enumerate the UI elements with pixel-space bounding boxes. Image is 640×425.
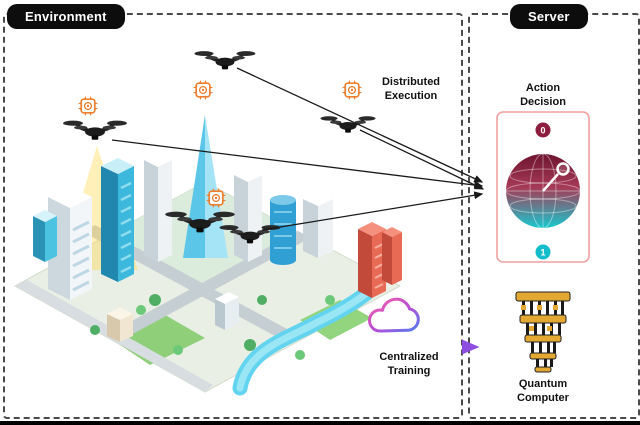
execution-arrows xyxy=(111,67,485,231)
state0-label: 0 xyxy=(540,126,545,136)
cloud-icon xyxy=(368,297,420,333)
building-red xyxy=(358,222,386,298)
figure-bottom-border xyxy=(0,421,640,425)
state1-badge xyxy=(535,244,551,260)
state0-badge xyxy=(535,122,551,138)
state1-label: 1 xyxy=(540,248,545,258)
state-vector-arrow xyxy=(542,173,559,192)
drone-icon xyxy=(61,119,129,141)
city-illustration xyxy=(13,115,402,396)
quantum-chip-icon xyxy=(192,79,214,101)
quantum-computer-icon xyxy=(515,291,571,373)
drone-icon xyxy=(193,50,257,71)
building-red-small xyxy=(382,227,402,285)
environment-title-pill: Environment xyxy=(7,4,125,29)
server-title-pill: Server xyxy=(510,4,588,29)
environment-panel-border xyxy=(3,13,463,419)
building-center-small xyxy=(215,292,239,330)
building-white-small-right xyxy=(303,192,333,258)
building-glass-spire xyxy=(183,115,228,258)
quantum-computer-label: Quantum Computer xyxy=(517,378,569,404)
building-shops xyxy=(107,307,133,342)
distributed-execution-label: Distributed Execution xyxy=(381,76,441,102)
centralized-training-label: Centralized Training xyxy=(379,351,439,377)
drone-icon xyxy=(319,115,377,134)
trees xyxy=(90,294,335,360)
action-decision-label: Action Decision xyxy=(520,82,566,108)
road xyxy=(106,231,310,342)
building-blue-cylinder xyxy=(270,195,296,265)
building-teal-small-left xyxy=(33,210,57,262)
action-decision-box: 0 1 xyxy=(496,111,590,263)
building-white-right xyxy=(234,168,262,262)
quantum-chip-icon xyxy=(205,187,227,209)
road xyxy=(83,225,300,343)
building-white-mid xyxy=(144,153,172,262)
quantum-chip-icon xyxy=(77,95,99,117)
building-teal-tower xyxy=(101,158,134,282)
state-vector-tip xyxy=(556,162,570,176)
quantum-chip-icon xyxy=(341,79,363,101)
